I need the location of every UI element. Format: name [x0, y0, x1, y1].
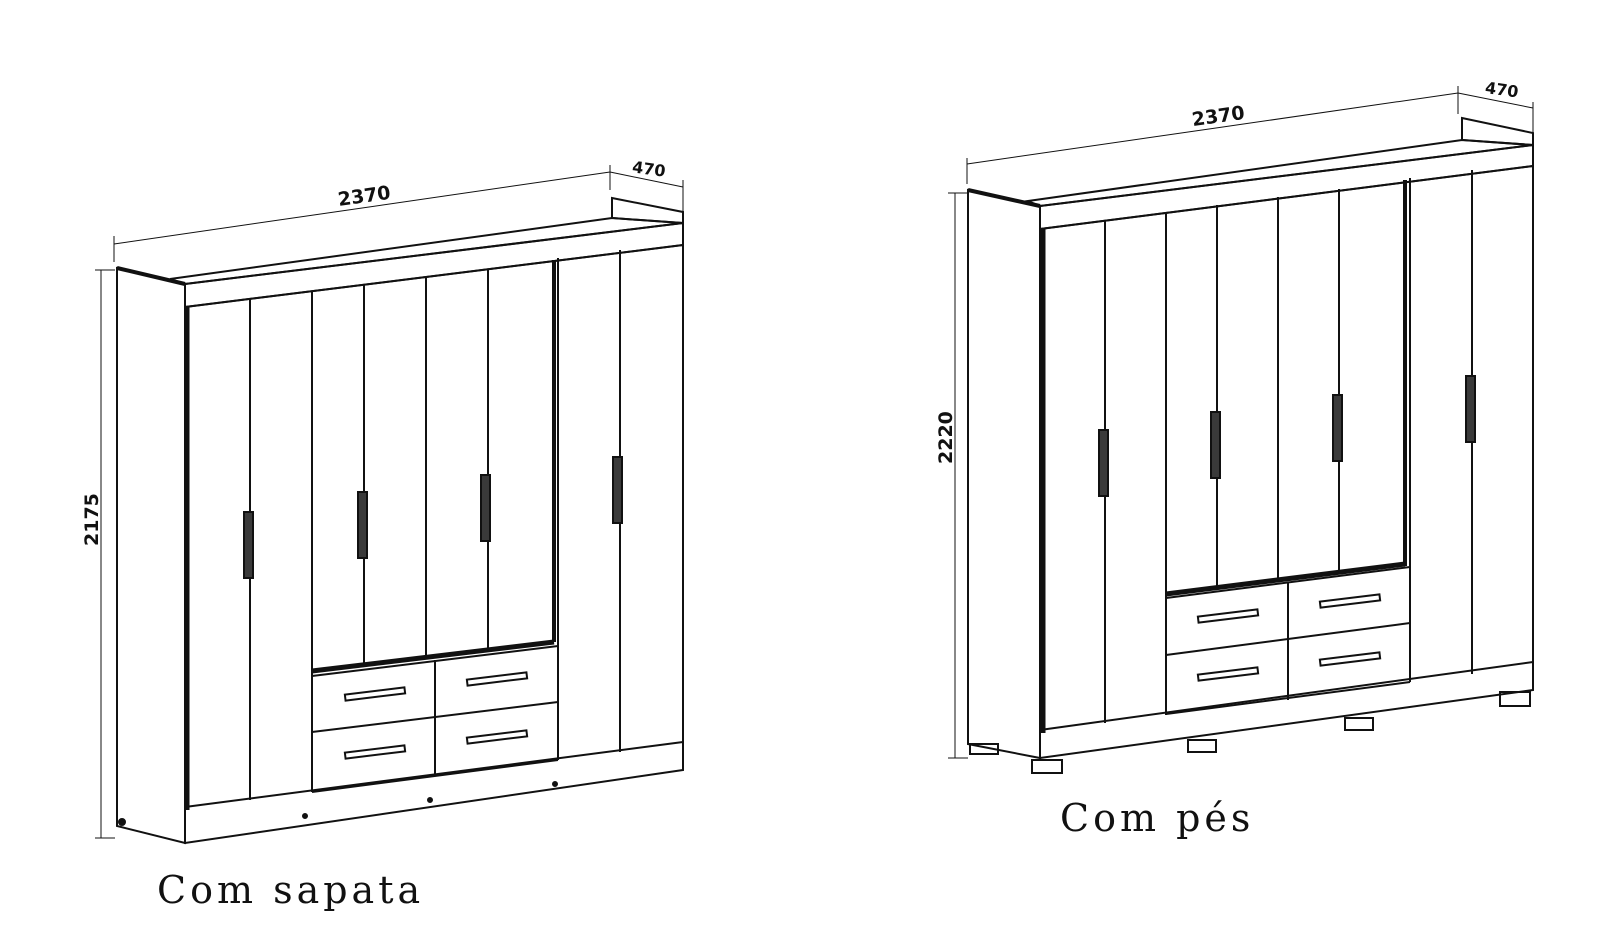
side-panel [967, 188, 1041, 760]
dimension-lines-right [948, 86, 1534, 759]
door-handle [1098, 429, 1109, 497]
door-handle [1210, 411, 1221, 479]
caption-com-sapata: Com sapata [157, 868, 425, 912]
door-handle [1465, 375, 1476, 443]
width-label-left: 2370 [337, 182, 392, 211]
width-label-right: 2370 [1191, 102, 1246, 131]
drawers [1165, 566, 1411, 715]
height-label-right: 2220 [935, 411, 957, 464]
wardrobe-with-base [95, 165, 684, 845]
front-frame [1039, 164, 1534, 760]
caption-com-pes: Com pés [1060, 796, 1255, 840]
door-handle [612, 456, 623, 524]
drawers [311, 645, 559, 793]
door-handle [1332, 394, 1343, 462]
door-handle [480, 474, 491, 542]
wardrobe-with-feet [948, 86, 1534, 774]
door-handle [357, 491, 368, 559]
dimension-lines-left [95, 165, 684, 839]
door-handle [243, 511, 254, 579]
depth-label-left: 470 [631, 157, 667, 180]
depth-label-right: 470 [1484, 78, 1520, 101]
feet [969, 691, 1531, 774]
side-panel [116, 266, 186, 845]
top-cornice [1024, 116, 1534, 231]
height-label-left: 2175 [81, 493, 103, 546]
